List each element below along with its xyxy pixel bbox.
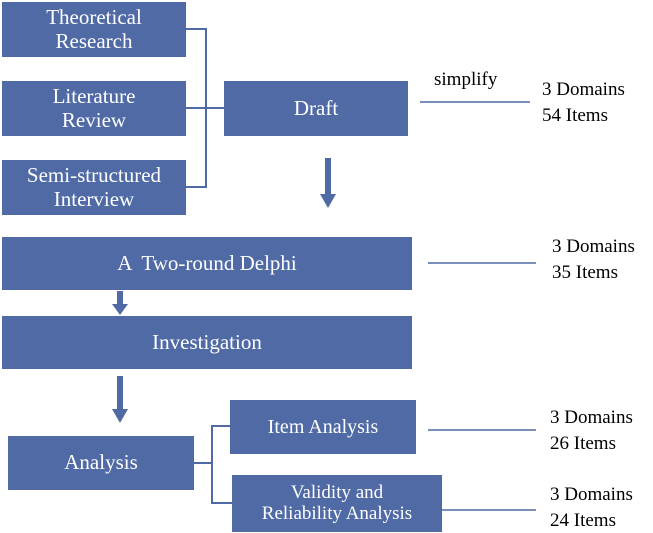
validity-reliability-line2: Reliability Analysis — [261, 502, 413, 524]
arrow-investigation-to-analysis — [112, 376, 128, 423]
box-analysis: Analysis — [8, 436, 194, 490]
delphi-result: 3 Domains 35 Items — [552, 234, 635, 285]
literature-review-line2: Review — [61, 107, 127, 132]
box-delphi: A Two-round Delphi — [2, 237, 412, 290]
delphi-label: A Two-round Delphi — [117, 250, 297, 275]
literature-review-line1: Literature — [52, 84, 136, 109]
box-item-analysis: Item Analysis — [230, 400, 416, 454]
delphi-result-domains: 3 Domains — [552, 236, 635, 257]
validity-reliability-result-items: 24 Items — [550, 509, 616, 531]
box-investigation: Investigation — [2, 316, 412, 369]
draft-result: 3 Domains 54 Items — [542, 77, 625, 128]
box-draft: Draft — [224, 81, 408, 136]
investigation-label: Investigation — [152, 329, 262, 354]
draft-label: Draft — [293, 95, 339, 120]
validity-reliability-result: 3 Domains 24 Items — [550, 482, 633, 533]
validity-reliability-result-domains: 3 Domains — [550, 484, 633, 505]
semi-structured-interview-line1: Semi-structured — [26, 163, 162, 188]
analysis-bracket — [194, 425, 232, 504]
analysis-label: Analysis — [64, 450, 138, 475]
simplify-annotation: simplify — [434, 69, 498, 90]
source-bracket — [186, 28, 224, 188]
result-lines — [420, 101, 536, 511]
draft-result-domains: 3 Domains — [542, 79, 625, 100]
semi-structured-interview-line2: Interview — [53, 186, 135, 211]
item-analysis-result-domains: 3 Domains — [550, 407, 633, 428]
arrow-delphi-to-investigation — [112, 291, 128, 315]
delphi-result-items: 35 Items — [552, 261, 618, 283]
validity-reliability-line1: Validity and — [290, 481, 384, 503]
theoretical-research-line1: Theoretical — [46, 5, 142, 30]
item-analysis-label: Item Analysis — [267, 416, 379, 438]
item-analysis-result-items: 26 Items — [550, 432, 616, 454]
theoretical-research-line2: Research — [55, 28, 133, 53]
arrow-draft-to-delphi — [320, 158, 336, 208]
draft-result-items: 54 Items — [542, 104, 608, 126]
item-analysis-result: 3 Domains 26 Items — [550, 405, 633, 456]
